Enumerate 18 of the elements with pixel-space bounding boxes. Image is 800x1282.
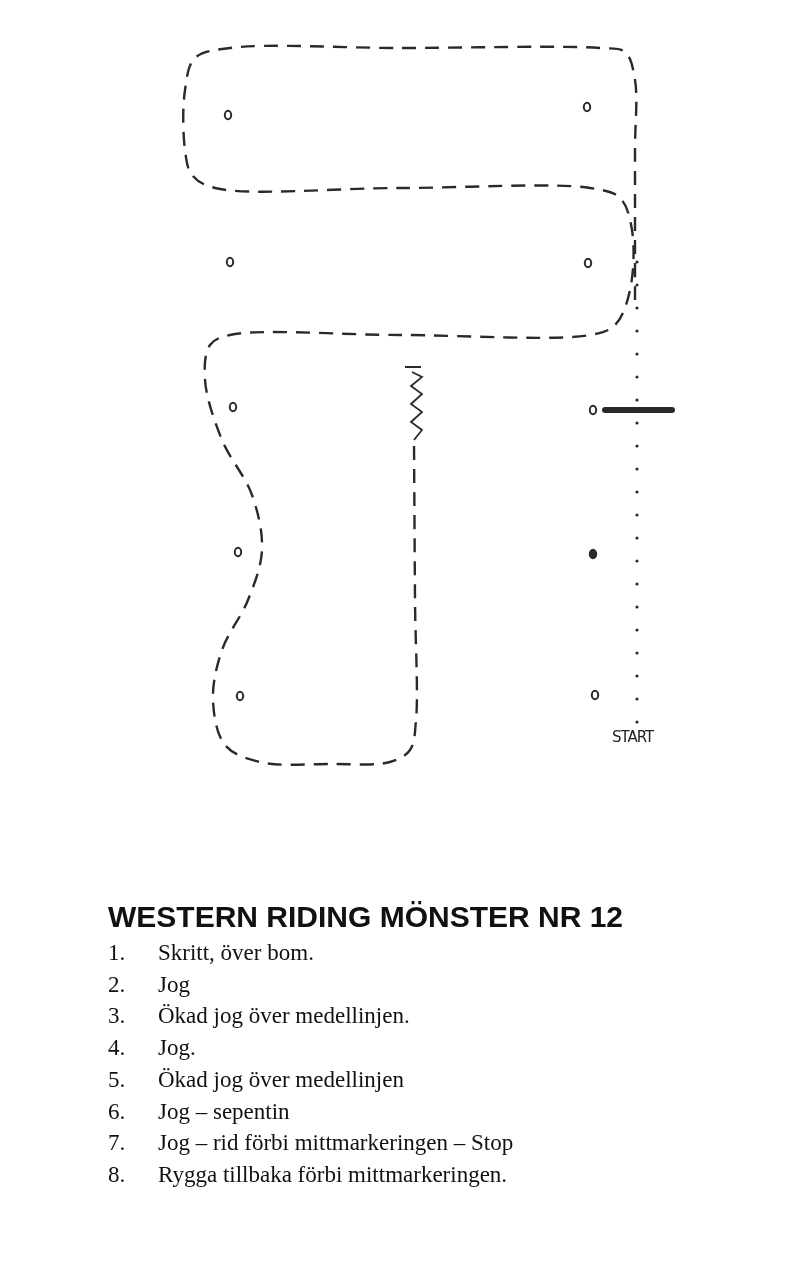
step-description: Jog.: [158, 1035, 196, 1062]
step-description: Jog – sepentin: [158, 1098, 290, 1125]
step-description: Skritt, över bom.: [158, 940, 314, 966]
step-description: Ökad jog över medellinjen: [158, 1066, 404, 1093]
step-description: Ökad jog över medellinjen.: [158, 1003, 410, 1030]
step-number: 3.: [108, 1003, 126, 1030]
step-number: 6.: [108, 1098, 126, 1125]
start-label: START: [612, 728, 654, 746]
step-number: 4.: [108, 1035, 126, 1062]
step-description: Jog: [158, 971, 190, 998]
pattern-title: WESTERN RIDING MÖNSTER NR 12: [108, 900, 624, 934]
step-description: Rygga tillbaka förbi mittmarkeringen.: [158, 1161, 508, 1188]
step-description: Jog – rid förbi mittmarkeringen – Stop: [158, 1130, 514, 1157]
step-number: 8.: [108, 1161, 126, 1188]
step-number: 5.: [108, 1066, 126, 1093]
step-number: 2.: [108, 971, 126, 998]
step-number: 7.: [108, 1130, 126, 1157]
step-number: 1.: [108, 940, 126, 966]
